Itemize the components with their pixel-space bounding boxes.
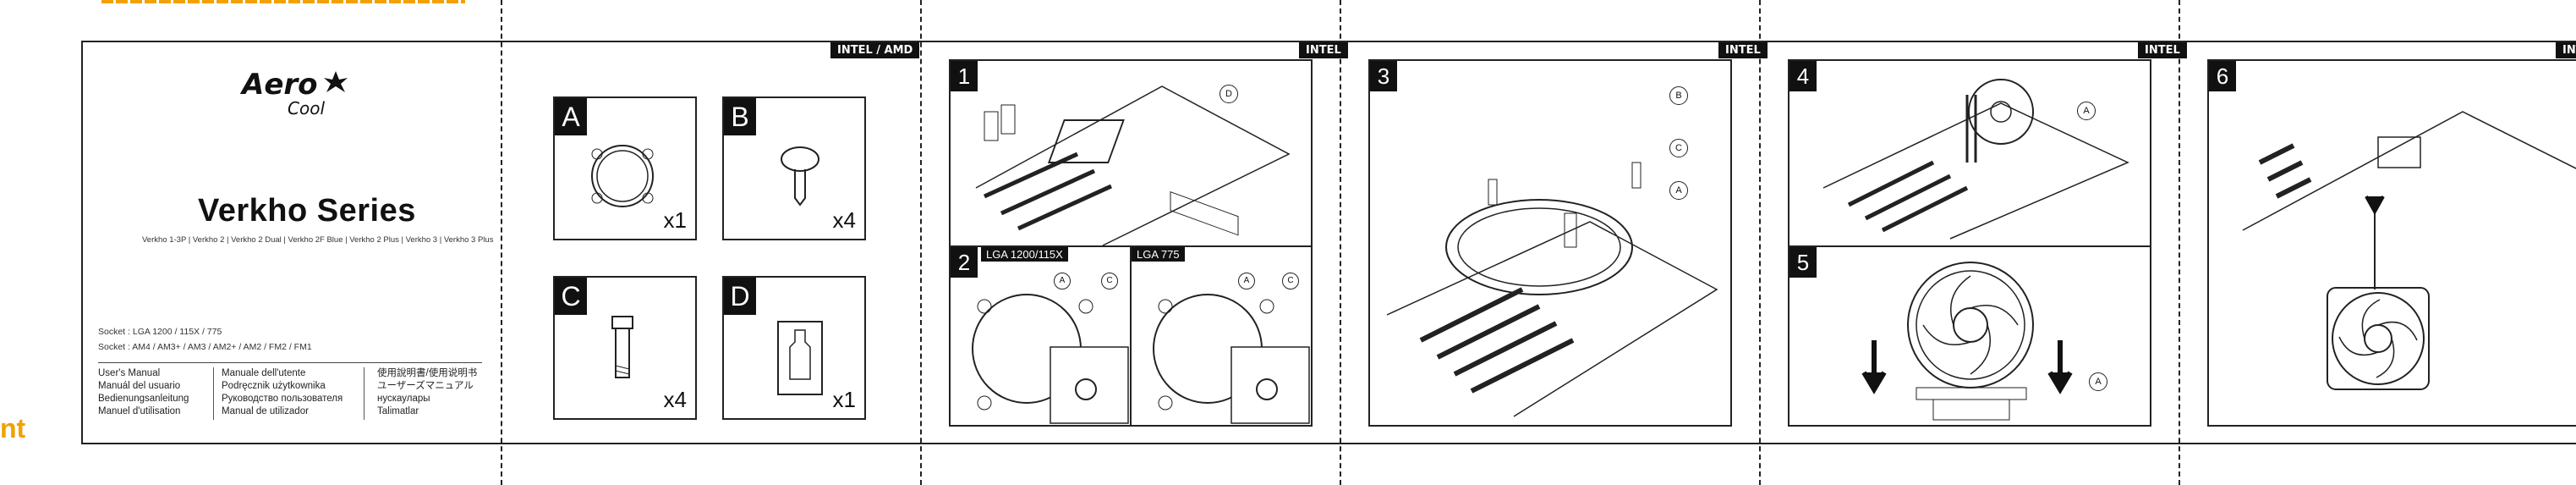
callout-label: B	[1675, 91, 1682, 101]
step-6-panel: 6	[2207, 59, 2576, 427]
callout-c: C	[1669, 139, 1688, 157]
socket-label: LGA 775	[1132, 247, 1185, 262]
callout-label: C	[1287, 276, 1294, 285]
part-letter: D	[724, 278, 756, 315]
callout-a: A	[1054, 273, 1071, 289]
tag-intel: INTEL	[2138, 42, 2187, 58]
callout-c: C	[1101, 273, 1118, 289]
part-qty: x4	[663, 387, 687, 412]
manual-languages-col2: Manuale dell'utente Podręcznik użytkowni…	[222, 367, 343, 418]
callout-a: A	[2089, 372, 2107, 391]
fold-line-2	[920, 0, 922, 485]
manual-lang: Manual de utilizador	[222, 406, 309, 416]
motherboard-illustration	[975, 85, 1291, 246]
socket-amd: Socket : AM4 / AM3+ / AM3 / AM2+ / AM2 /…	[98, 342, 312, 352]
part-letter: B	[724, 98, 756, 135]
step-number: 6	[2209, 61, 2236, 91]
brand-name: Aero	[242, 68, 318, 102]
step-number: 3	[1370, 61, 1397, 91]
manual-lang: Manuál del usuario	[98, 381, 181, 391]
callout-b: B	[1669, 86, 1688, 105]
manual-lang: ユーザーズマニュアル	[377, 381, 474, 391]
step-4-panel: 4 A	[1788, 59, 2151, 247]
callout-a: A	[1238, 273, 1255, 289]
tag-intel: INTEL	[1718, 42, 1768, 58]
step-number: 2	[951, 247, 978, 278]
manual-lang: User's Manual	[98, 368, 161, 378]
frame-top-line	[81, 41, 2576, 42]
socket-intel: Socket : LGA 1200 / 115X / 775	[98, 327, 222, 337]
callout-a: A	[1669, 181, 1688, 200]
part-qty: x1	[663, 207, 687, 233]
callout-label: D	[1225, 89, 1232, 99]
tag-intel-amd: INTEL / AMD	[830, 42, 920, 58]
callout-label: C	[1106, 276, 1113, 285]
step-3-panel: 3 B C A	[1368, 59, 1732, 427]
brand-logo: Aero Cool	[238, 68, 357, 127]
brand-name-suffix: Cool	[288, 98, 325, 118]
manual-divider	[98, 362, 482, 363]
cropped-text: nt	[0, 413, 26, 444]
manual-languages-col3: 使用說明書/使用说明书 ユーザーズマニュアル нускаулары Talima…	[377, 367, 477, 418]
cooler-on-board-illustration	[1822, 79, 2129, 240]
socket-label: LGA 1200/115X	[981, 247, 1068, 262]
callout-label: A	[2083, 106, 2090, 116]
part-qty: x1	[832, 387, 856, 412]
manual-languages-col1: User's Manual Manuál del usuario Bedienu…	[98, 367, 189, 418]
frame-left-line	[81, 41, 83, 444]
fold-line-4	[1759, 0, 1761, 485]
push-pin-icon	[781, 146, 819, 207]
step-2-panel-left: 2 LGA 1200/115X A C	[949, 245, 1132, 427]
manual-lang: Manuel d'utilisation	[98, 406, 181, 416]
fold-line-1	[501, 0, 502, 485]
fan-connector-illustration	[2242, 111, 2576, 390]
step-number: 1	[951, 61, 978, 91]
part-box-b: B x4	[722, 96, 866, 240]
product-models: Verkho 1-3P | Verkho 2 | Verkho 2 Dual |…	[142, 235, 494, 245]
manual-lang: Manuale dell'utente	[222, 368, 306, 378]
manual-lang: Talimatlar	[377, 406, 419, 416]
backplate-detail-illustration	[1153, 294, 1310, 424]
standoff-install-illustration	[1386, 162, 1718, 417]
tag-intel-cut: INT	[2556, 42, 2576, 58]
manual-lang: Bedienungsanleitung	[98, 394, 189, 404]
manual-lang: Podręcznik użytkownika	[222, 381, 326, 391]
part-letter: C	[555, 278, 587, 315]
fold-line-5	[2179, 0, 2180, 485]
part-box-d: D x1	[722, 276, 866, 420]
callout-label: A	[1059, 276, 1066, 285]
callout-c: C	[1282, 273, 1299, 289]
backplate-detail-illustration	[972, 294, 1129, 424]
callout-d: D	[1219, 85, 1238, 103]
thermal-paste-icon	[777, 321, 823, 395]
cooler-press-illustration	[1861, 262, 2073, 421]
manual-col-divider	[213, 367, 214, 420]
step-2-panel-right: LGA 775 A C	[1130, 245, 1313, 427]
step-1-panel: 1 D	[949, 59, 1313, 247]
part-qty: x4	[832, 207, 856, 233]
manual-lang: Руководство пользователя	[222, 394, 343, 404]
standoff-screw-icon	[611, 316, 633, 378]
fold-line-3	[1340, 0, 1341, 485]
frame-bottom-line	[81, 443, 2576, 444]
manual-lang: 使用說明書/使用说明书	[377, 368, 478, 378]
part-letter: A	[555, 98, 587, 135]
callout-label: C	[1675, 143, 1682, 153]
logo-mark-icon	[324, 71, 348, 92]
part-box-c: C x4	[553, 276, 697, 420]
callout-a: A	[2077, 102, 2096, 120]
product-title: Verkho Series	[198, 193, 416, 229]
backplate-icon	[591, 145, 654, 207]
tag-intel: INTEL	[1299, 42, 1348, 58]
top-cropped-banner	[101, 0, 465, 3]
step-5-panel: 5 A	[1788, 245, 2151, 427]
step-number: 4	[1789, 61, 1817, 91]
part-box-a: A x1	[553, 96, 697, 240]
manual-lang: нускаулары	[377, 394, 430, 404]
step-number: 5	[1789, 247, 1817, 278]
callout-label: A	[1243, 276, 1250, 285]
callout-label: A	[2095, 377, 2102, 387]
callout-label: A	[1675, 185, 1682, 196]
